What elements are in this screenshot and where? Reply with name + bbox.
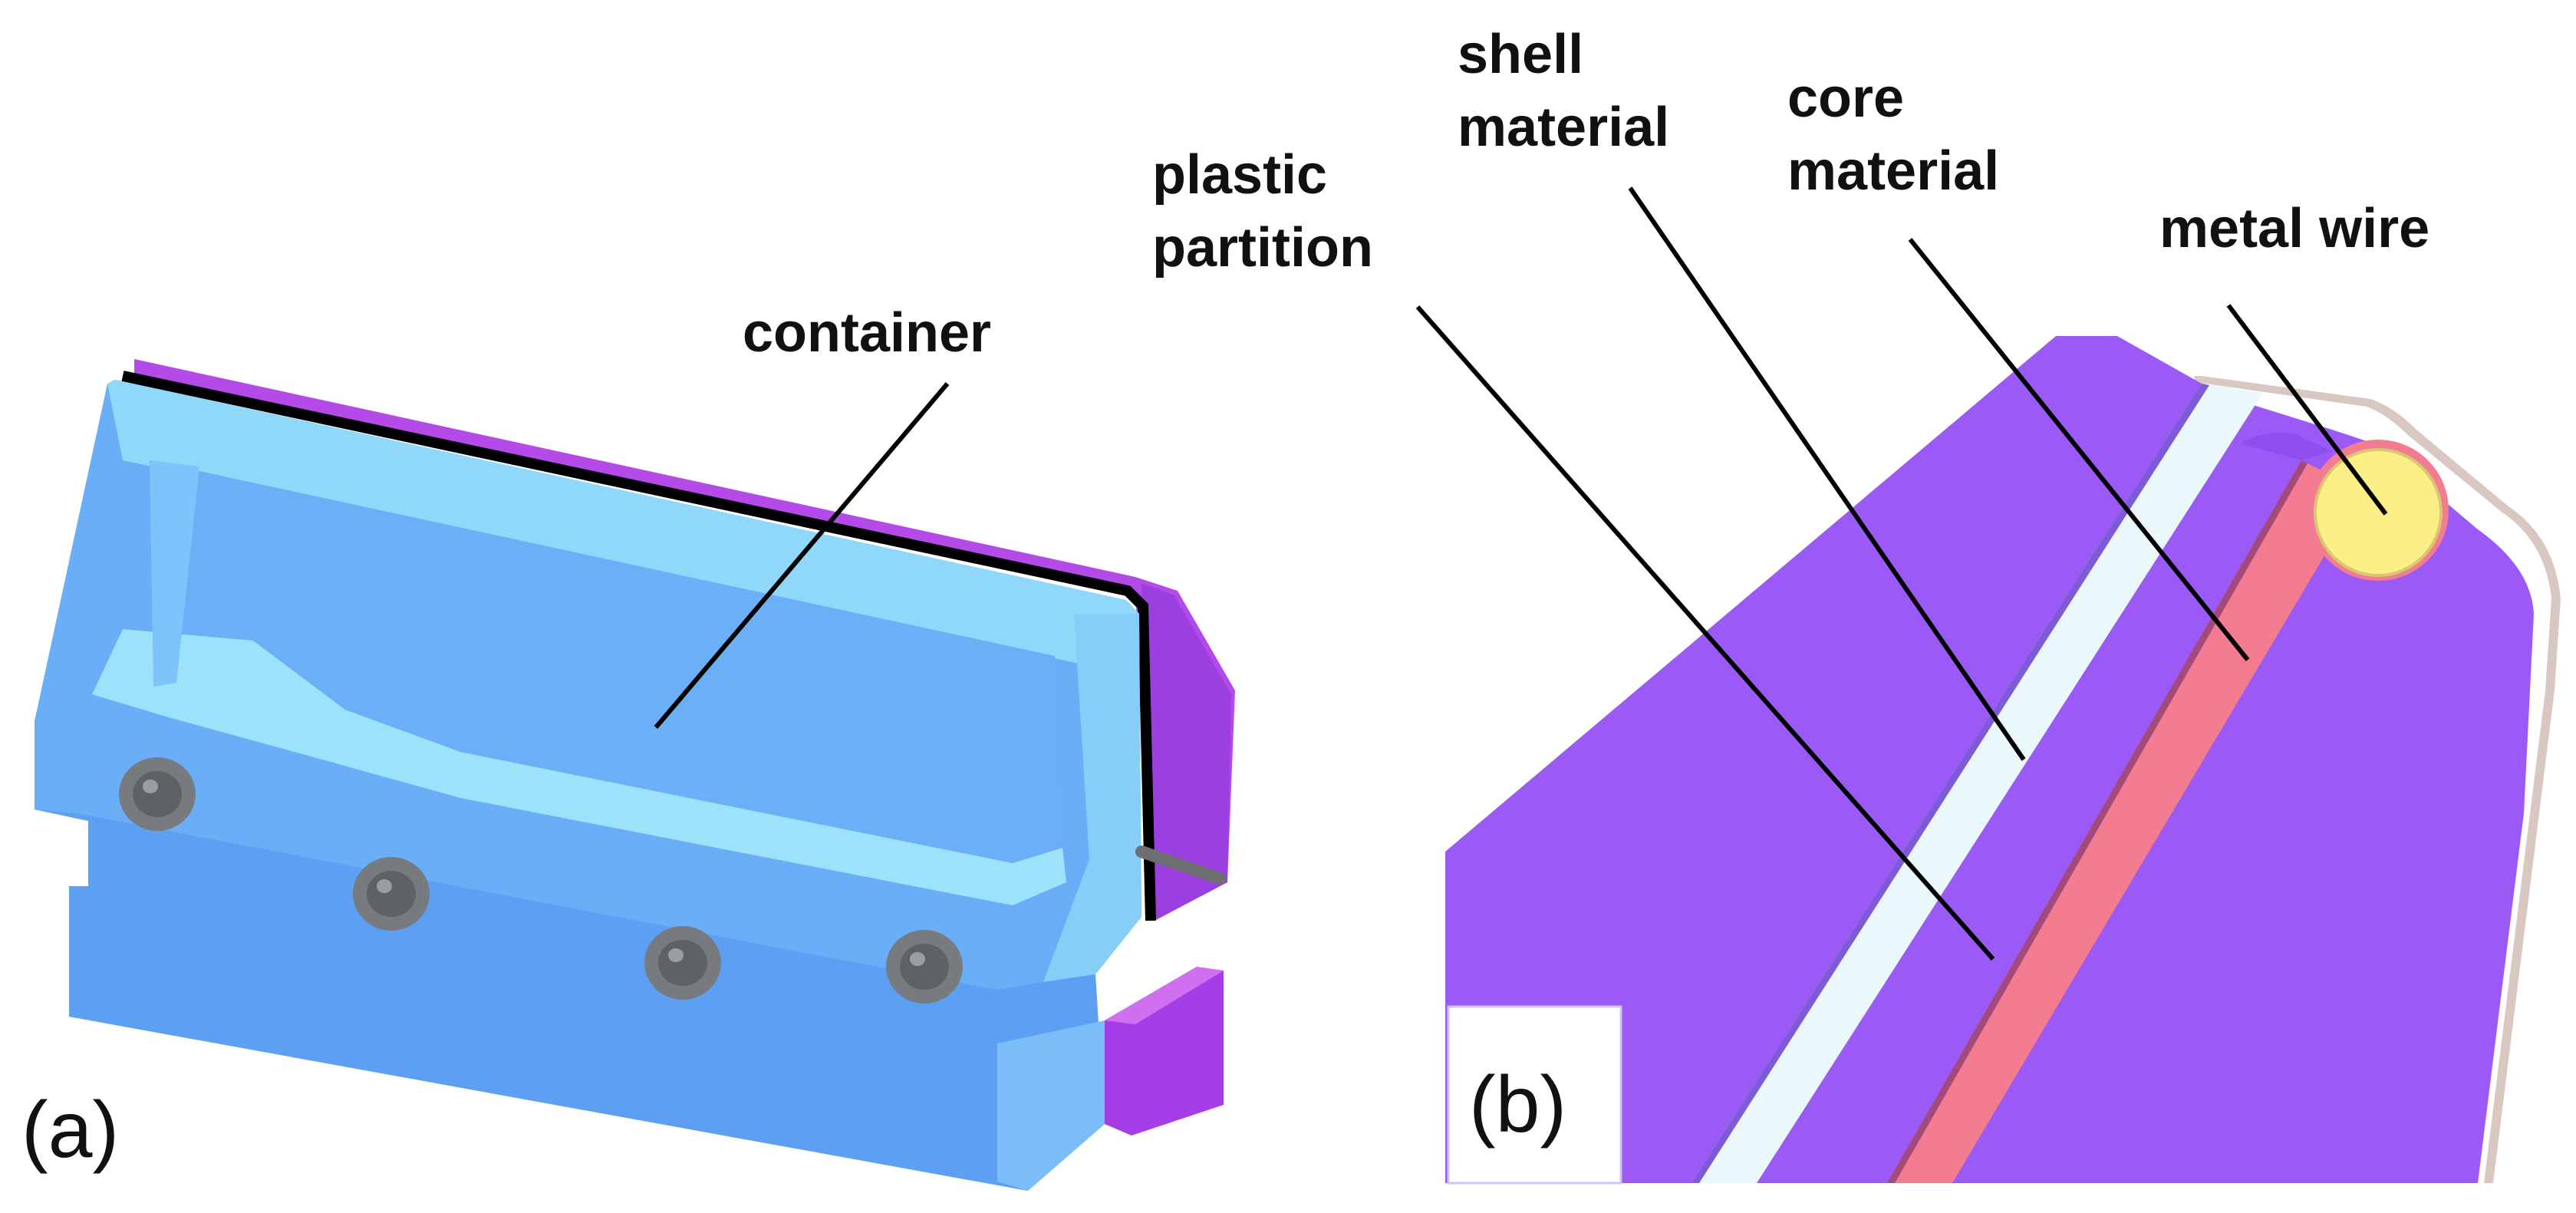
container-label: container bbox=[743, 302, 991, 364]
core-strip-edge bbox=[1887, 460, 2308, 1183]
container-top-frame bbox=[107, 380, 1139, 675]
metal-pin bbox=[1135, 845, 1226, 885]
container-window-sill bbox=[92, 629, 1066, 905]
container-window bbox=[150, 460, 1059, 863]
container-right-frame bbox=[1043, 614, 1141, 982]
bolt-2 bbox=[353, 857, 430, 931]
plastic-partition-line1: plastic bbox=[1152, 144, 1327, 206]
panel-b: (b) plastic partition shell material cor… bbox=[1152, 24, 2561, 1185]
purple-plate-right-face bbox=[1141, 583, 1231, 921]
bolt-3 bbox=[644, 926, 721, 1000]
shell-material-line2: material bbox=[1458, 97, 1669, 158]
plastic-partition-leader bbox=[1415, 305, 1995, 961]
core-material-line2: material bbox=[1787, 140, 1999, 202]
plastic-partition-line2: partition bbox=[1152, 217, 1373, 279]
shell-strip-edge bbox=[1692, 384, 2209, 1183]
container-window-inner-edge bbox=[150, 460, 199, 687]
container-leader bbox=[654, 382, 950, 729]
core-material-line1: core bbox=[1787, 68, 1904, 129]
core-strip bbox=[1887, 460, 2363, 1183]
metal-wire-leader bbox=[2226, 304, 2388, 516]
bolt-4 bbox=[886, 930, 963, 1004]
cross-section bbox=[1445, 336, 2561, 1183]
panel-a-label: (a) bbox=[21, 1086, 119, 1175]
metal-wire-label: metal wire bbox=[2159, 198, 2429, 259]
shell-material-line1: shell bbox=[1458, 24, 1583, 85]
shell-material-leader bbox=[1628, 186, 2026, 761]
shell-strip bbox=[1692, 384, 2263, 1183]
container-front-lower bbox=[35, 809, 1105, 1191]
metal-wire bbox=[2314, 448, 2443, 577]
purple-step-top bbox=[1105, 967, 1224, 1024]
plastic-partition-label: plastic partition bbox=[1152, 144, 1373, 279]
bolt-1 bbox=[119, 757, 196, 831]
core-pocket bbox=[2240, 432, 2332, 460]
core-material-label: core material bbox=[1787, 68, 1999, 202]
panel-b-label: (b) bbox=[1469, 1060, 1566, 1149]
core-material-leader bbox=[1908, 238, 2250, 661]
black-top-edge bbox=[121, 371, 1156, 921]
panel-a: container (a) bbox=[21, 302, 1235, 1191]
container-step bbox=[997, 1020, 1105, 1191]
shell-material-label: shell material bbox=[1458, 24, 1669, 158]
panel-b-label-box bbox=[1447, 1005, 1622, 1185]
